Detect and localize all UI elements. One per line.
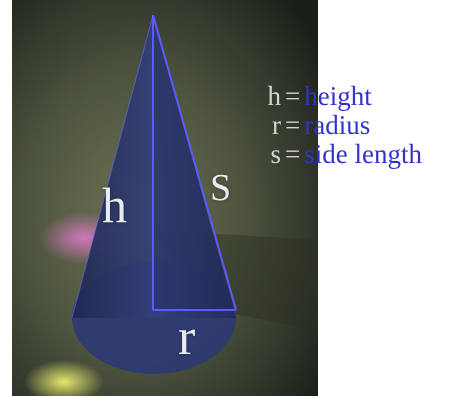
legend-row-height: h = height (263, 82, 422, 111)
legend-equals: = (285, 81, 301, 111)
legend-value: radius (304, 110, 371, 140)
legend-key: s (270, 139, 281, 169)
legend-row-side-length: s = side length (263, 139, 422, 169)
variable-legend: h = height r = radius s = side length (263, 82, 422, 169)
cone-label-h: h (102, 177, 127, 233)
legend-row-radius: r = radius (263, 111, 422, 140)
legend-value: height (304, 81, 372, 111)
legend-equals: = (285, 139, 301, 169)
cone-photo: h S r (12, 0, 318, 396)
side-length-line (152, 14, 237, 311)
legend-value: side length (304, 139, 422, 169)
legend-equals: = (285, 110, 301, 140)
yellow-light-glare (24, 360, 104, 396)
legend-key: r (272, 110, 281, 140)
legend-key: h (267, 81, 282, 111)
cone-label-s: S (210, 167, 232, 209)
cone-label-r: r (178, 309, 196, 366)
cone-photo-canvas (12, 0, 318, 396)
cone-left-edge (71, 14, 154, 319)
